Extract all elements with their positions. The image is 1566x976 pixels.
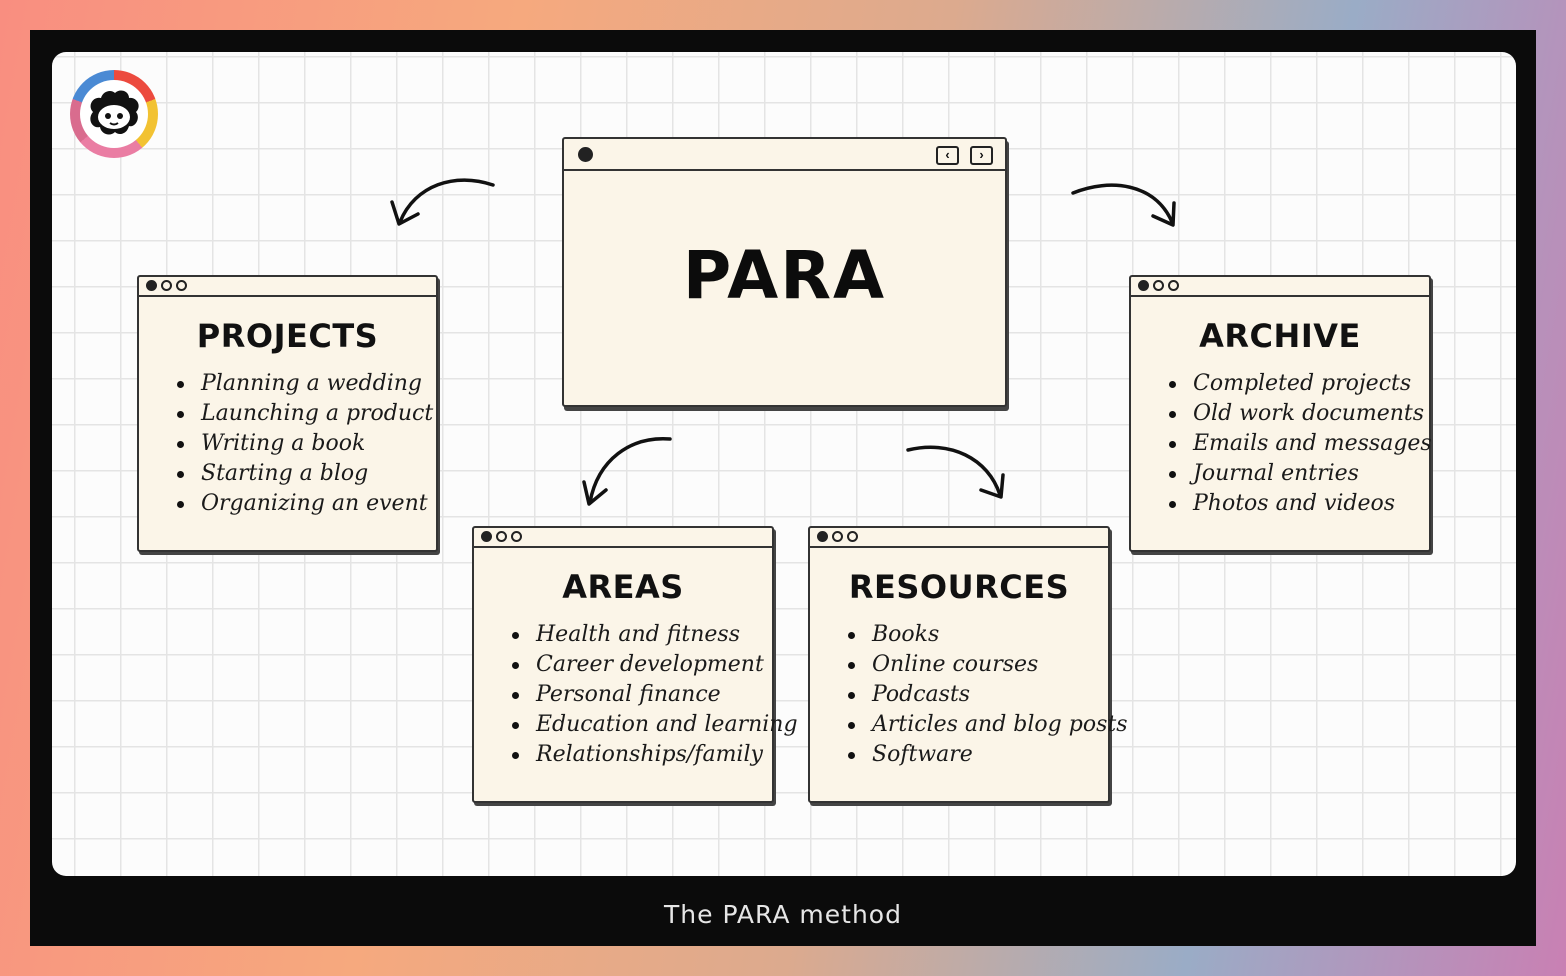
resources-card: RESOURCES Books Online courses Podcasts … (808, 526, 1128, 803)
archive-card: ARCHIVE Completed projects Old work docu… (1129, 275, 1432, 552)
window-dot-icon (146, 280, 157, 291)
window-dot-icon (578, 147, 593, 162)
resources-title: RESOURCES (848, 568, 1070, 606)
list-item: Emails and messages (1169, 429, 1432, 459)
list-item: Launching a product (177, 399, 436, 429)
window-dot-icon (1168, 280, 1179, 291)
list-item: Education and learning (512, 710, 798, 740)
list-item: Old work documents (1169, 399, 1429, 429)
list-item: Health and fitness (512, 620, 772, 650)
projects-list: Planning a wedding Launching a product W… (177, 369, 436, 519)
window-dot-icon (511, 531, 522, 542)
areas-card: AREAS Health and fitness Career developm… (472, 526, 798, 803)
projects-card: PROJECTS Planning a wedding Launching a … (137, 275, 438, 552)
list-item: Articles and blog posts (848, 710, 1128, 740)
slide-caption: The PARA method (664, 900, 902, 929)
window-titlebar (474, 528, 772, 548)
list-item: Photos and videos (1169, 489, 1429, 519)
list-item: Planning a wedding (177, 369, 436, 399)
projects-title: PROJECTS (196, 317, 379, 355)
forward-arrow-icon: › (970, 146, 993, 165)
window-dot-icon (496, 531, 507, 542)
window-titlebar: ‹ › (564, 139, 1005, 171)
window-titlebar (139, 277, 436, 297)
window-dot-icon (176, 280, 187, 291)
window-dot-icon (161, 280, 172, 291)
list-item: Career development (512, 650, 772, 680)
window-dot-icon (832, 531, 843, 542)
list-item: Relationships/family (512, 740, 772, 770)
window-dot-icon (817, 531, 828, 542)
list-item: Personal finance (512, 680, 772, 710)
list-item: Completed projects (1169, 369, 1429, 399)
areas-title: AREAS (562, 568, 684, 606)
back-arrow-icon: ‹ (936, 146, 959, 165)
window-dot-icon (1153, 280, 1164, 291)
list-item: Books (848, 620, 1108, 650)
archive-list: Completed projects Old work documents Em… (1169, 369, 1432, 519)
sheep-face-icon (90, 90, 139, 135)
resources-list: Books Online courses Podcasts Articles a… (848, 620, 1128, 770)
list-item: Podcasts (848, 680, 1108, 710)
list-item: Writing a book (177, 429, 436, 459)
archive-title: ARCHIVE (1199, 317, 1361, 355)
window-dot-icon (481, 531, 492, 542)
list-item: Organizing an event (177, 489, 436, 519)
window-titlebar (1131, 277, 1429, 297)
list-item: Online courses (848, 650, 1108, 680)
para-title: PARA (682, 237, 887, 314)
para-center-window: ‹ › PARA (562, 137, 1007, 407)
list-item: Software (848, 740, 1108, 770)
brand-logo (70, 70, 158, 158)
window-dot-icon (847, 531, 858, 542)
list-item: Starting a blog (177, 459, 436, 489)
window-titlebar (810, 528, 1108, 548)
window-dot-icon (1138, 280, 1149, 291)
list-item: Journal entries (1169, 459, 1429, 489)
areas-list: Health and fitness Career development Pe… (512, 620, 798, 770)
